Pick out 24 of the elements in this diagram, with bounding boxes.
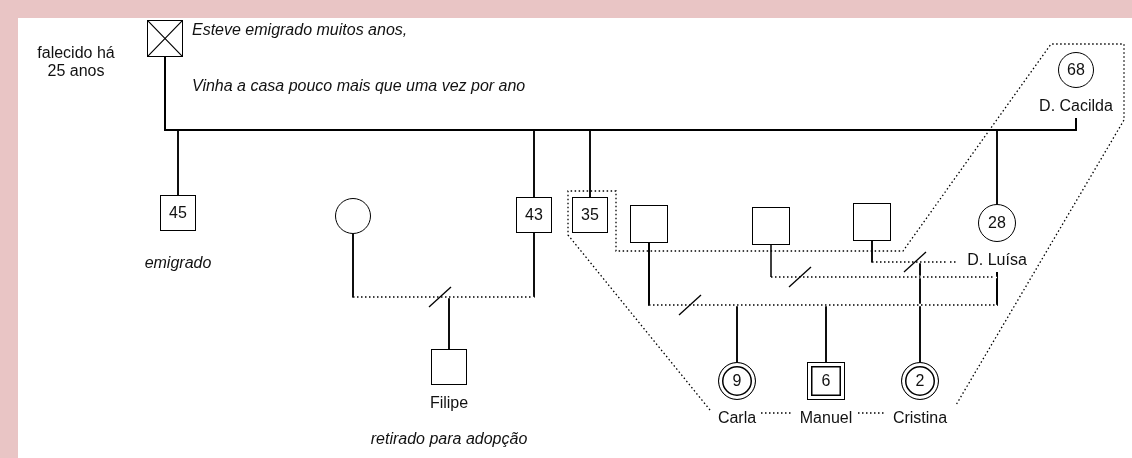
note-text: Vinha a casa pouco mais que uma vez por ano [192,77,526,95]
note-text: retirado para adopção [369,430,529,448]
person-name: D. Luísa [966,251,1028,269]
partner-line [770,244,998,278]
person-name: Cristina [891,409,949,427]
deceased-male-symbol [147,20,183,57]
note-text: Esteve emigrado muitos anos, [192,21,408,39]
person-name: D. Cacilda [1038,97,1114,115]
partner-line [648,242,998,306]
person-name: Manuel [798,409,854,427]
note-text: falecido há 25 anos [36,44,116,80]
partner-line [352,232,535,298]
male-symbol [752,207,790,245]
person-name: Carla [716,409,758,427]
male-symbol: 43 [516,197,552,233]
male-symbol [853,203,891,241]
male-symbol: 6 [807,362,845,400]
partner-line [871,240,959,263]
person-name: Filipe [428,394,470,412]
note-text: emigrado [143,254,213,272]
male-symbol [630,205,668,243]
family-line [996,117,1077,205]
male-symbol: 35 [572,197,608,233]
male-symbol: 45 [160,195,196,231]
